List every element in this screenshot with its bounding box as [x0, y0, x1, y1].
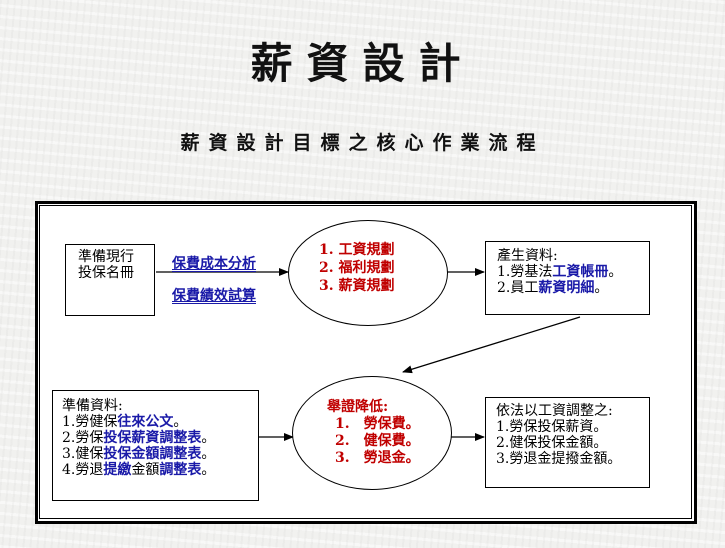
reduce-heading: 舉證降低: [327, 399, 389, 415]
ellipse-planning: 1. 工資規劃 2. 福利規劃 3. 薪資規劃 [288, 220, 448, 326]
adjust-item-1: 1.勞保投保薪資。 [496, 419, 608, 435]
plan-item-3: 3. 薪資規劃 [319, 278, 395, 294]
produce-heading: 產生資料: [497, 248, 558, 264]
arrow-produce-to-reduce [402, 316, 581, 374]
reduce-item-2: 2. 健保費。 [335, 433, 420, 449]
box-prepare-documents: 準備資料: 1.勞健保往來公文。 2.勞保投保薪資調整表。 3.健保投保金額調整… [52, 390, 259, 501]
produce-item-2: 2.員工薪資明細。 [497, 280, 609, 296]
plan-item-1: 1. 工資規劃 [319, 242, 395, 258]
docs-item-4: 4.勞退提繳金額調整表。 [62, 462, 216, 478]
docs-item-2: 2.勞保投保薪資調整表。 [62, 430, 216, 446]
adjust-heading: 依法以工資調整之: [496, 403, 613, 419]
docs-item-1: 1.勞健保往來公文。 [62, 414, 188, 430]
reduce-item-3: 3. 勞退金。 [335, 450, 420, 466]
adjust-item-3: 3.勞退金提撥金額。 [496, 451, 622, 467]
reduce-item-1: 1. 勞保費。 [335, 416, 420, 432]
docs-item-3: 3.健保投保金額調整表。 [62, 446, 216, 462]
adjust-item-2: 2.健保投保金額。 [496, 435, 608, 451]
page-subtitle: 薪資設計目標之核心作業流程 [180, 132, 545, 154]
page-title: 薪資設計 [250, 39, 475, 88]
diagram-frame-inner-border [39, 205, 692, 519]
ellipse-reduction: 舉證降低: 1. 勞保費。 2. 健保費。 3. 勞退金。 [292, 376, 452, 490]
box-prepare-line2: 投保名冊 [78, 265, 134, 281]
docs-heading: 準備資料: [62, 398, 123, 414]
link-cost-analysis[interactable]: 保費成本分析 [172, 256, 256, 272]
box-produce-data: 產生資料: 1.勞基法工資帳冊。 2.員工薪資明細。 [485, 241, 650, 315]
plan-item-2: 2. 福利規劃 [319, 260, 395, 276]
box-prepare-line1: 準備現行 [78, 249, 134, 265]
produce-item-1: 1.勞基法工資帳冊。 [497, 264, 623, 280]
box-adjust-by-law: 依法以工資調整之: 1.勞保投保薪資。 2.健保投保金額。 3.勞退金提撥金額。 [485, 397, 650, 488]
link-benefit-trial[interactable]: 保費績效試算 [172, 288, 256, 304]
box-prepare-roster: 準備現行 投保名冊 [65, 244, 155, 316]
